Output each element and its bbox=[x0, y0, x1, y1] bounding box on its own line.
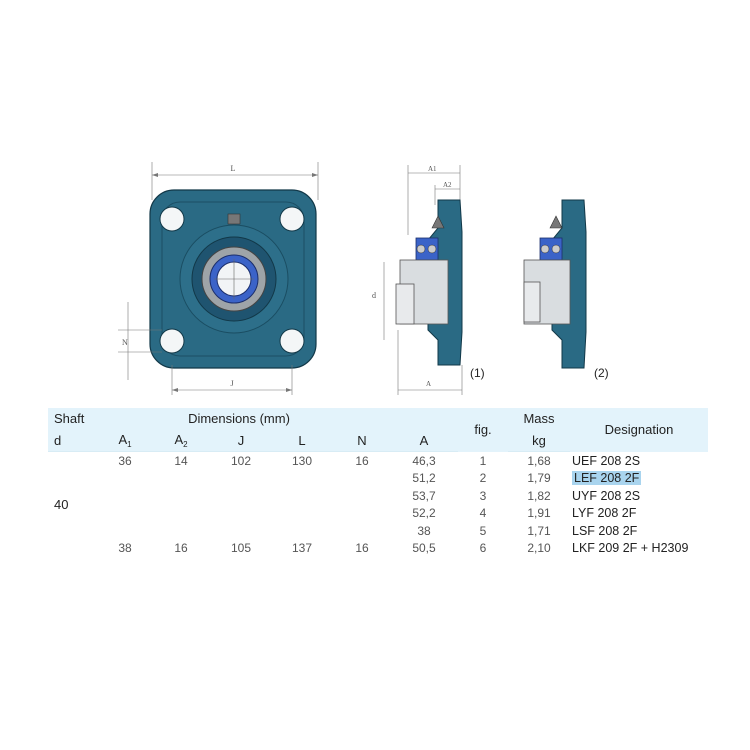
cell-mass: 1,91 bbox=[527, 506, 551, 521]
side-view-1: A1 A2 d A bbox=[372, 165, 463, 395]
cell-j bbox=[212, 470, 270, 488]
header-shaft: Shaft bbox=[48, 408, 100, 429]
header-l: L bbox=[270, 429, 334, 452]
cell-mass: 1,82 bbox=[527, 488, 551, 503]
cell-j bbox=[212, 487, 270, 505]
header-kg: kg bbox=[508, 429, 570, 452]
cell-n bbox=[334, 470, 390, 488]
header-mass: Mass bbox=[508, 408, 570, 429]
cell-designation: LSF 208 2F bbox=[572, 523, 638, 538]
figure-label-2: (2) bbox=[594, 366, 609, 380]
dim-label-n: N bbox=[122, 338, 128, 347]
cell-a: 53,7 bbox=[412, 488, 436, 503]
cell-l: 130 bbox=[291, 453, 313, 468]
header-n: N bbox=[334, 429, 390, 452]
cell-a1: 36 bbox=[118, 453, 132, 468]
specification-table: Shaft Dimensions (mm) fig. Mass Designat… bbox=[48, 408, 708, 557]
cell-mass: 1,79 bbox=[527, 471, 551, 486]
header-d: d bbox=[48, 429, 100, 452]
cell-n: 16 bbox=[355, 453, 369, 468]
technical-drawing: L N J bbox=[118, 162, 587, 395]
cell-mass: 1,68 bbox=[527, 453, 551, 468]
table-header-row-2: d A1 A2 J L N A kg bbox=[48, 429, 708, 452]
cell-l bbox=[270, 505, 334, 523]
cell-a2 bbox=[150, 470, 212, 488]
table-row: 51,2 2 1,79 LEF 208 2F bbox=[48, 470, 708, 488]
cell-j bbox=[212, 522, 270, 540]
cell-a1 bbox=[100, 487, 150, 505]
cell-designation: UEF 208 2S bbox=[572, 453, 641, 468]
dim-label-a2: A2 bbox=[443, 181, 452, 189]
cell-a1 bbox=[100, 470, 150, 488]
selected-designation[interactable]: LEF 208 2F bbox=[572, 471, 642, 486]
header-a1: A1 bbox=[100, 429, 150, 452]
cell-a1 bbox=[100, 505, 150, 523]
header-a2: A2 bbox=[150, 429, 212, 452]
cell-designation: LKF 209 2F + H2309 bbox=[572, 541, 689, 556]
cell-designation-selected[interactable]: LEF 208 2F bbox=[570, 470, 708, 488]
cell-a1 bbox=[100, 522, 150, 540]
cell-l bbox=[270, 522, 334, 540]
table-row: 40 36 14 102 130 16 46,3 1 1,68 UEF 208 … bbox=[48, 452, 708, 513]
figure-label-1: (1) bbox=[470, 366, 485, 380]
header-j: J bbox=[212, 429, 270, 452]
front-view: L N J bbox=[118, 162, 319, 395]
shaft-diameter-cell: 40 bbox=[54, 497, 69, 512]
cell-designation: UYF 208 2S bbox=[572, 488, 641, 503]
cell-fig: 3 bbox=[479, 488, 487, 503]
dim-label-a1: A1 bbox=[428, 165, 437, 173]
cell-a2 bbox=[150, 505, 212, 523]
cell-fig: 5 bbox=[479, 523, 487, 538]
header-designation: Designation bbox=[570, 408, 708, 452]
cell-l bbox=[270, 487, 334, 505]
table-row: 53,7 3 1,82 UYF 208 2S bbox=[48, 487, 708, 505]
dim-label-j: J bbox=[230, 379, 233, 388]
cell-n bbox=[334, 487, 390, 505]
cell-n bbox=[334, 522, 390, 540]
side-view-2 bbox=[523, 199, 587, 369]
table-row: 52,2 4 1,91 LYF 208 2F bbox=[48, 505, 708, 523]
header-fig: fig. bbox=[458, 408, 508, 452]
cell-j: 102 bbox=[230, 453, 252, 468]
cell-a2 bbox=[150, 487, 212, 505]
cell-fig: 1 bbox=[479, 453, 487, 468]
cell-a2: 14 bbox=[174, 453, 188, 468]
cell-fig: 6 bbox=[479, 541, 487, 556]
cell-a: 52,2 bbox=[412, 506, 436, 521]
cell-a1: 38 bbox=[118, 541, 132, 556]
cell-l: 137 bbox=[291, 541, 313, 556]
cell-a: 51,2 bbox=[412, 471, 436, 486]
cell-a: 50,5 bbox=[412, 541, 436, 556]
table-row: 38 5 1,71 LSF 208 2F bbox=[48, 522, 708, 540]
table-header-row-1: Shaft Dimensions (mm) fig. Mass Designat… bbox=[48, 408, 708, 452]
cell-a2 bbox=[150, 522, 212, 540]
table-row: 38 16 105 137 16 50,5 6 2,10 LKF 209 2F … bbox=[48, 540, 708, 558]
header-a: A bbox=[390, 429, 458, 452]
cell-mass: 1,71 bbox=[527, 523, 551, 538]
dim-label-d: d bbox=[372, 291, 376, 300]
cell-n bbox=[334, 505, 390, 523]
cell-fig: 2 bbox=[479, 471, 487, 486]
cell-a: 38 bbox=[417, 523, 431, 538]
cell-j bbox=[212, 505, 270, 523]
dim-label-a: A bbox=[426, 380, 431, 388]
cell-designation: LYF 208 2F bbox=[572, 506, 637, 521]
cell-n: 16 bbox=[355, 541, 369, 556]
cell-l bbox=[270, 470, 334, 488]
cell-a: 46,3 bbox=[412, 453, 436, 468]
cell-a2: 16 bbox=[174, 541, 188, 556]
cell-j: 105 bbox=[230, 541, 252, 556]
dim-label-l: L bbox=[231, 164, 236, 173]
cell-mass: 2,10 bbox=[527, 541, 551, 556]
header-dimensions: Dimensions (mm) bbox=[100, 408, 458, 429]
cell-fig: 4 bbox=[479, 506, 487, 521]
